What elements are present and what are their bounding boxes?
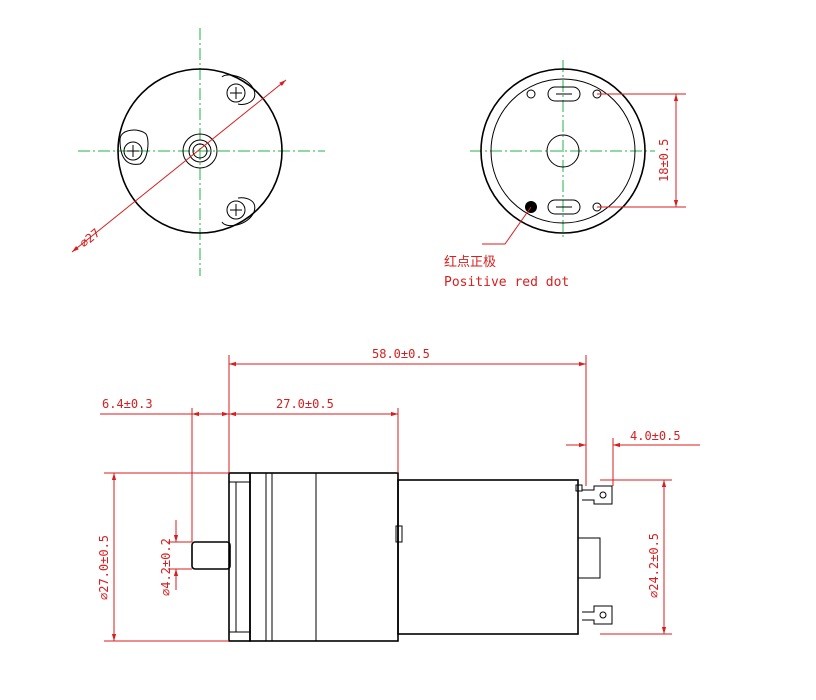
dim-6-4-label: 6.4±0.3 <box>102 397 153 411</box>
rear-dim-18: 18±0.5 <box>657 139 671 182</box>
front-view: ⌀27 <box>71 28 325 276</box>
screw-boss-left <box>119 129 149 165</box>
side-view: 58.0±0.5 27.0±0.5 6.4±0.3 4.0±0.5 ⌀27.0±… <box>97 347 700 642</box>
pump-flange <box>228 472 251 642</box>
front-diameter-label: ⌀27 <box>77 226 103 251</box>
dim-dia24-2-label: ⌀24.2±0.5 <box>647 533 661 598</box>
dim-27-label: 27.0±0.5 <box>276 397 334 411</box>
terminal-slot-top <box>526 86 602 102</box>
positive-label-cn: 红点正极 <box>444 254 496 270</box>
rear-outer-circle <box>480 68 646 234</box>
rear-bearing-boss <box>546 134 580 168</box>
dim-dia4-2-label: ⌀4.2±0.2 <box>159 538 173 596</box>
motor-end-cap <box>577 537 601 579</box>
dim-dia27-label: ⌀27.0±0.5 <box>97 535 111 600</box>
terminal-slot-bottom <box>547 199 602 215</box>
motor-can <box>397 479 579 635</box>
dim-58-label: 58.0±0.5 <box>372 347 430 361</box>
positive-label-en: Positive red dot <box>444 275 569 290</box>
screw-boss-bottom-right <box>221 197 256 227</box>
outlet-nozzle <box>191 541 231 570</box>
dim-4-0-label: 4.0±0.5 <box>630 429 681 443</box>
terminal-top <box>575 484 613 505</box>
rear-view: 18±0.5 红点正极 Positive red dot <box>444 60 686 290</box>
terminal-bottom <box>582 605 613 625</box>
